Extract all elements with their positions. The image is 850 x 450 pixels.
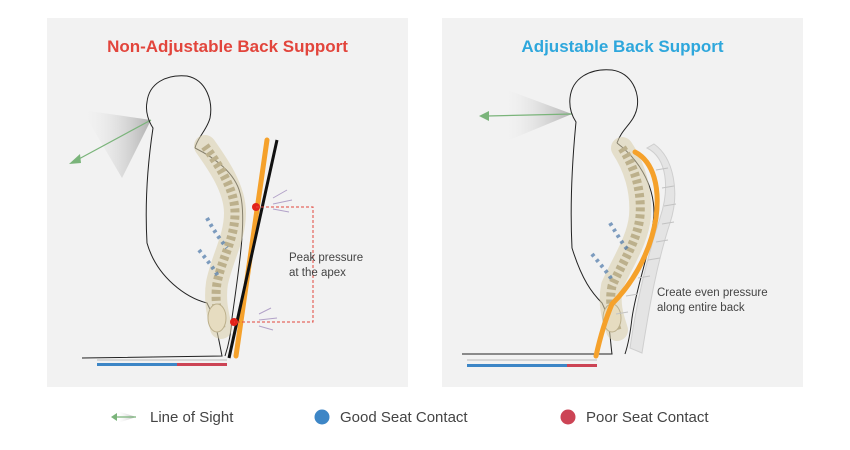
non-adjustable-illustration	[69, 75, 314, 366]
sight-arrow-icon	[76, 119, 152, 161]
peak-pressure-note: Peak pressure at the apex	[289, 252, 364, 279]
ghost-backrest	[629, 143, 676, 354]
legend-label-line-of-sight: Line of Sight	[150, 408, 234, 426]
good-contact-dot-icon	[314, 409, 330, 425]
spine-icon	[194, 135, 247, 339]
poor-contact-bar	[177, 363, 227, 366]
adjustable-illustration	[462, 69, 677, 367]
poor-contact-bar	[567, 364, 597, 367]
sight-arrow-icon	[486, 113, 573, 117]
sight-cone-icon	[502, 88, 572, 143]
legend-line-of-sight: Line of Sight	[110, 404, 233, 430]
non-adjustable-title: Non-Adjustable Back Support	[107, 37, 348, 56]
poor-contact-dot-icon	[560, 409, 576, 425]
adjustable-panel: Adjustable Back Support	[442, 18, 803, 387]
spine-icon	[590, 137, 652, 341]
legend-poor-contact: Poor Seat Contact	[560, 404, 709, 430]
body-outline-icon	[81, 75, 223, 359]
even-pressure-note: Create even pressure along entire back	[657, 287, 768, 314]
sight-cone-icon	[82, 110, 151, 178]
adjustable-title: Adjustable Back Support	[521, 37, 724, 56]
support-pad	[593, 149, 660, 359]
pressure-bracket	[234, 206, 314, 323]
legend-good-contact: Good Seat Contact	[314, 404, 468, 430]
legend-label-good-contact: Good Seat Contact	[340, 408, 468, 426]
even-pressure-arrows	[615, 167, 677, 315]
line-of-sight-icon	[111, 411, 136, 423]
support-pad	[233, 137, 270, 359]
good-contact-bar	[97, 363, 177, 366]
good-contact-bar	[467, 364, 567, 367]
non-adjustable-panel: Non-Adjustable Back Support	[47, 18, 408, 387]
legend-label-poor-contact: Poor Seat Contact	[586, 408, 709, 426]
